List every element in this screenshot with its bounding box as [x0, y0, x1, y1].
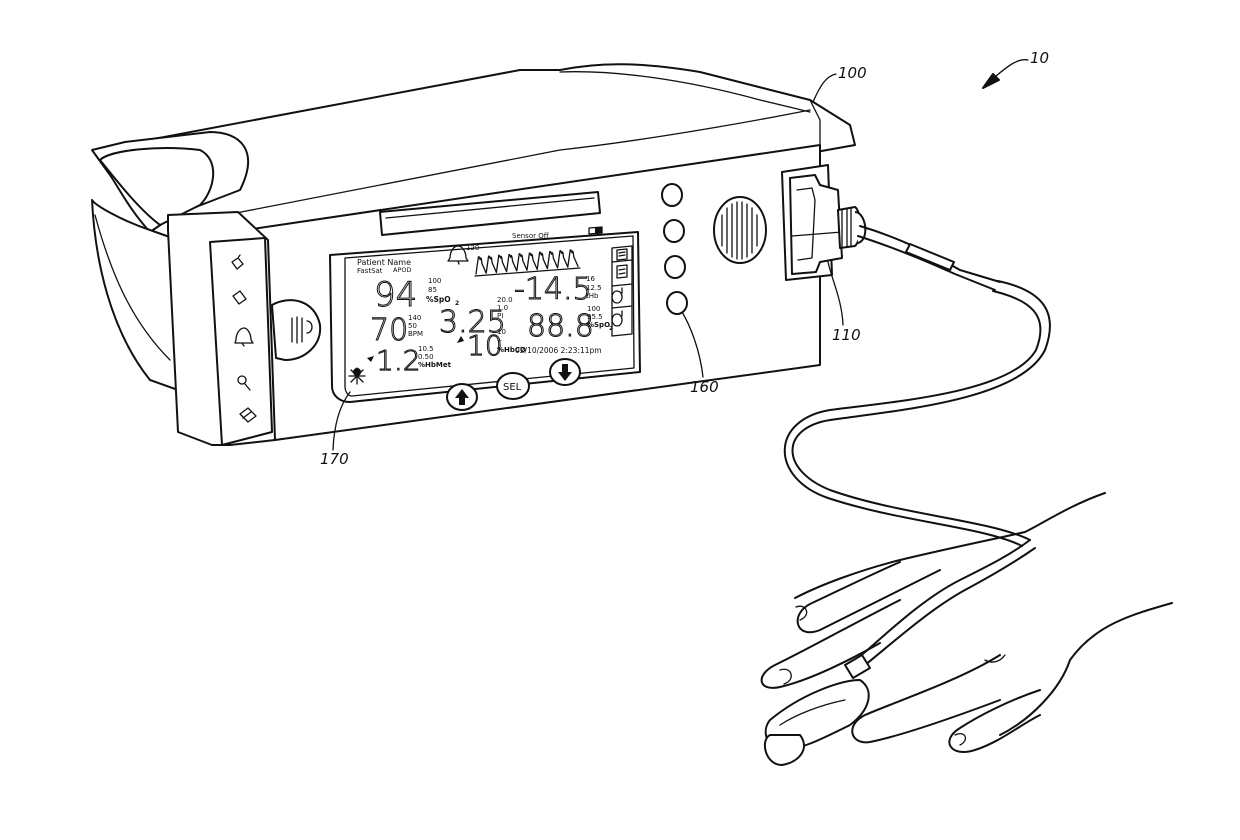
function-button-2[interactable]	[664, 220, 684, 242]
pi-low: 1.0	[497, 304, 508, 312]
hb-low: 12.5	[586, 284, 602, 292]
wrist-bottom	[1000, 603, 1172, 735]
sensor-lead-2	[855, 548, 1035, 673]
met-high: 10.5	[418, 345, 434, 353]
datetime-text: 02/10/2006 2:23:11pm	[515, 346, 602, 355]
connector-port	[782, 165, 865, 280]
function-button-3[interactable]	[665, 256, 685, 278]
middle-finger	[762, 600, 900, 688]
sensor-lead-grommet	[845, 655, 870, 678]
wrist-top	[1025, 493, 1105, 532]
met-low: 0.50	[418, 353, 434, 361]
co-high: 10	[497, 328, 506, 336]
met-value: 1.2	[376, 344, 421, 377]
brightness-rays	[349, 368, 365, 384]
function-button-1[interactable]	[662, 184, 682, 206]
sensor-status-text: Sensor Off	[512, 232, 549, 240]
spo2-high: 100	[428, 277, 441, 285]
spo2-label: %SpO	[426, 295, 451, 304]
softkey-column	[612, 246, 632, 336]
reference-10: 10	[983, 49, 1049, 88]
bpm-value: 70	[370, 313, 408, 348]
bpm-label: BPM	[408, 330, 423, 338]
mode-code-text: APOD	[393, 266, 412, 274]
alarm-limit-text: 120	[466, 244, 479, 252]
reference-label-110: 110	[832, 326, 861, 344]
ratio-value: 88.8	[527, 309, 594, 344]
sensor-tip	[765, 735, 804, 765]
reference-label-160: 160	[690, 378, 719, 396]
reference-100: 100	[813, 64, 867, 102]
mode-text: FastSat	[357, 267, 383, 275]
select-button-label: SEL	[503, 382, 522, 393]
co-low: --	[497, 337, 503, 345]
cable-loop-inner	[785, 291, 1041, 546]
monitor-left-side	[92, 200, 178, 390]
spo2-value: 94	[374, 275, 417, 315]
reference-label-100: 100	[838, 64, 867, 82]
spo2-low: 85	[428, 286, 437, 294]
ratio-low: 95.5	[587, 313, 603, 321]
bpm-low: 50	[408, 322, 417, 330]
thumbnail	[955, 734, 965, 745]
middle-fingernail	[780, 669, 791, 684]
bpm-high: 140	[408, 314, 421, 322]
ratio-high: 100	[587, 305, 600, 313]
ring-finger	[852, 655, 1000, 742]
reference-leader-110	[828, 262, 843, 325]
ratio-label: %SpO	[587, 321, 610, 329]
hb-high: 16	[586, 275, 595, 283]
hb-value: -14.5	[514, 272, 592, 307]
battery-fill	[595, 227, 602, 234]
speaker-grille	[714, 197, 766, 263]
monitor-body	[92, 64, 865, 445]
hb-label: tHb	[586, 292, 599, 300]
reference-leader-100	[813, 74, 836, 102]
pi-label: PI	[497, 312, 503, 320]
patient-hand	[762, 493, 1172, 765]
function-button-4[interactable]	[667, 292, 687, 314]
pi-high: 20.0	[497, 296, 513, 304]
reference-label-170: 170	[320, 450, 349, 468]
met-label: %HbMet	[418, 361, 452, 369]
reference-label-10: 10	[1030, 49, 1049, 67]
reference-leader-10	[996, 60, 1028, 76]
cable-segment-upper-2	[858, 236, 995, 290]
